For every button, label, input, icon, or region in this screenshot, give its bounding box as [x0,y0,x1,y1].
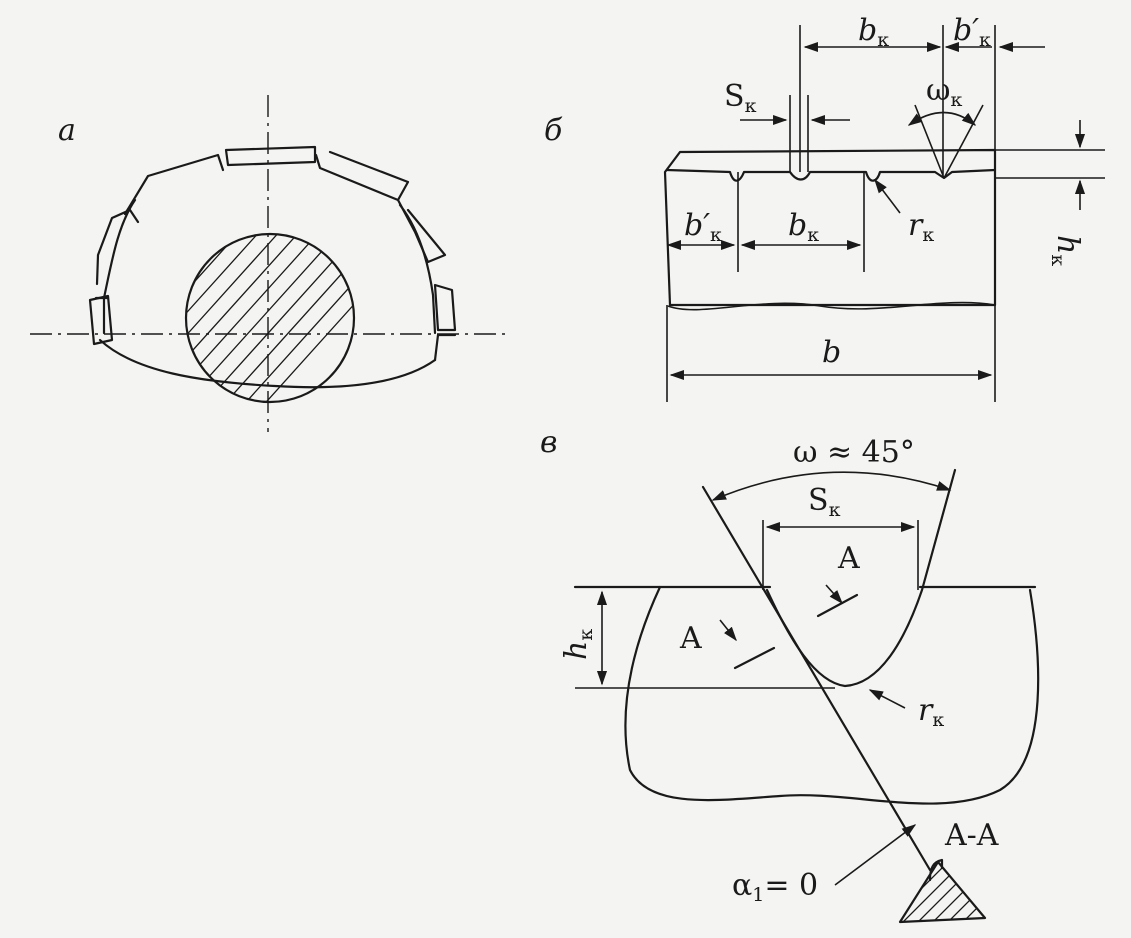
r-k-c-label: rк [918,693,944,731]
section-mark-lower: A [679,621,702,656]
s-k-label: Sк [724,79,757,117]
b-total-label: b [822,335,841,370]
section-mark-upper: A [837,541,860,576]
tooth-break-line [667,301,996,311]
panel-a: а [30,95,508,432]
alpha-label: α1= 0 [732,868,818,906]
omega-k-label: ωк [926,73,962,111]
panel-c: в [540,425,1040,924]
section-a-a [898,858,987,924]
cutter-teeth [88,145,457,362]
b-k-prime-top-label: b′к [953,13,991,51]
workpiece-body [624,585,1040,805]
slant-line [701,485,932,872]
tooth-body [663,148,997,307]
h-k-c-label: hк [559,629,597,660]
b-k-top-label: bк [858,13,889,51]
h-k-label: hк [1047,235,1085,266]
panel-b: б [544,13,1105,402]
b-k-mid-label: bк [788,208,819,246]
s-k-c-label: Sк [808,483,841,521]
shaft-section [184,232,356,404]
panel-c-label: в [540,425,557,460]
section-a-a-label: A-A [944,818,999,853]
panel-a-label: а [58,113,76,148]
omega-label: ω ≈ 45° [793,435,915,470]
groove-profile [765,468,957,688]
b-k-prime-left-label: b′к [684,208,722,246]
panel-b-label: б [544,113,563,148]
r-k-label: rк [908,208,934,246]
tool-body-bottom [98,338,437,389]
